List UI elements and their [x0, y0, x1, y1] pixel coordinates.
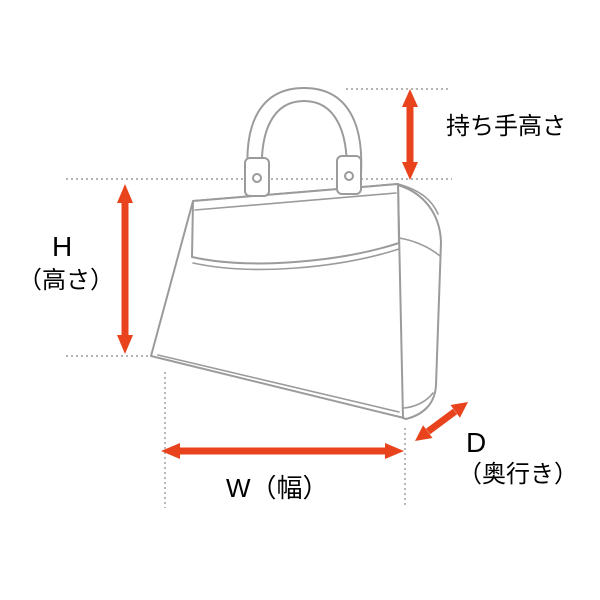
- handle-rivet-left: [252, 173, 262, 183]
- depth-letter-label: D: [466, 427, 487, 458]
- handle-height-label: 持ち手高さ: [446, 113, 566, 140]
- dimension-guides: [66, 88, 452, 508]
- handle-height-arrow: [402, 89, 418, 180]
- height-caption-label: （高さ）: [18, 267, 114, 294]
- gusset-mid-crease: [398, 237, 441, 257]
- handbag-illustration: [150, 87, 442, 420]
- width-label: W（幅）: [226, 473, 329, 503]
- depth-caption-label: （奥行き）: [458, 461, 578, 488]
- height-letter-label: H: [52, 231, 73, 262]
- width-arrow: [161, 443, 404, 459]
- bag-flap: [191, 183, 400, 265]
- gusset-top-crease: [397, 183, 439, 215]
- bag-top-rim-seam: [194, 192, 397, 211]
- gusset-bottom-crease: [403, 392, 434, 409]
- height-arrow: [117, 184, 133, 354]
- depth-arrow: [415, 402, 468, 441]
- bag-bottom-seam: [157, 354, 400, 413]
- handle-rivet-right: [344, 171, 354, 181]
- bag-side-gusset: [397, 184, 442, 420]
- bag-flap-seam: [192, 248, 400, 271]
